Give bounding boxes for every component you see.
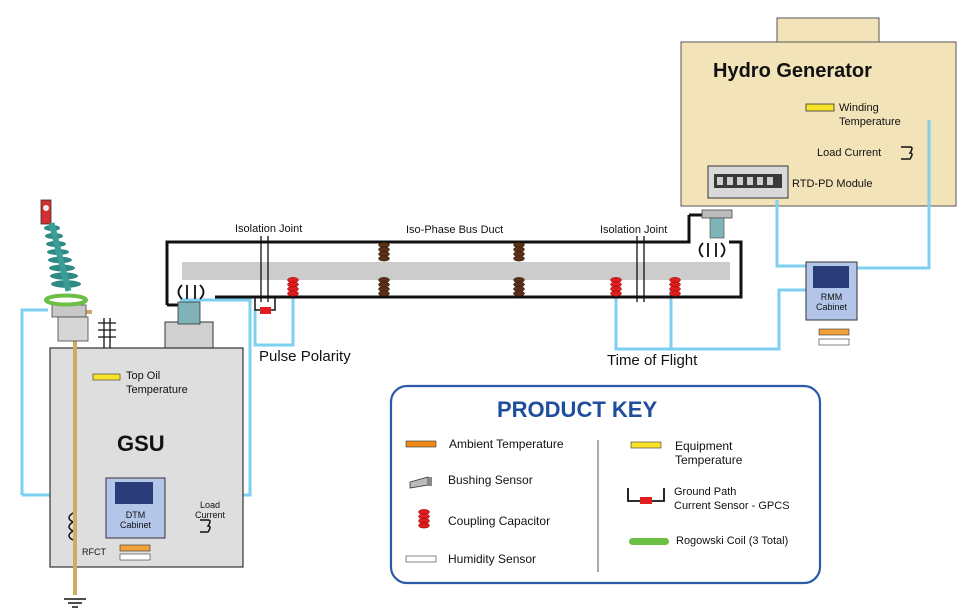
gen-load-current-label: Load Current xyxy=(817,147,882,159)
key-item-coupling: Coupling Capacitor xyxy=(448,514,551,528)
isolation-joint-left-label: Isolation Joint xyxy=(235,223,303,235)
key-equipment-swatch xyxy=(630,441,662,449)
rfct-label: RFCT xyxy=(82,547,106,557)
rmm-humidity-sensor xyxy=(818,338,850,346)
winding-temp-label: Winding Temperature xyxy=(839,102,901,128)
rmm-label: RMM Cabinet xyxy=(815,292,848,312)
rogowski-coil-icon xyxy=(44,293,88,307)
coupling-capacitor-icon xyxy=(287,276,681,297)
time-of-flight-label: Time of Flight xyxy=(607,352,698,369)
generator-title: Hydro Generator xyxy=(713,60,872,82)
rmm-screen xyxy=(813,266,849,288)
bushing-coil-left xyxy=(177,284,205,300)
gsu-title: GSU xyxy=(117,431,165,456)
gsu-top-bushing xyxy=(177,301,201,325)
key-coupling-capacitor-icon xyxy=(418,508,430,529)
key-item-ambient: Ambient Temperature xyxy=(449,437,564,451)
gsu-small-insulator xyxy=(98,318,116,348)
gsu-ambient-sensor xyxy=(119,544,151,552)
gsu-main-bushing xyxy=(40,199,89,342)
key-ambient-swatch xyxy=(405,440,437,448)
bushing-coil-right xyxy=(698,242,726,258)
key-gpcs-icon xyxy=(627,488,665,504)
top-oil-label: Top Oil Temperature xyxy=(126,370,188,396)
gsu-humidity-sensor xyxy=(119,553,151,561)
gsu-top-bushing-base xyxy=(164,321,214,349)
dtm-label: DTM Cabinet xyxy=(119,510,152,530)
dtm-screen xyxy=(115,482,153,504)
top-oil-sensor xyxy=(92,373,121,381)
winding-temp-sensor xyxy=(805,103,835,112)
generator-top-block xyxy=(776,17,880,43)
key-item-bushing: Bushing Sensor xyxy=(448,473,533,487)
isophase-label: Iso-Phase Bus Duct xyxy=(406,224,504,236)
isolation-joint-right xyxy=(636,236,645,302)
key-item-rogowski: Rogowski Coil (3 Total) xyxy=(676,535,789,547)
gen-bushing xyxy=(701,209,733,239)
key-item-gpcs: Ground Path Current Sensor - GPCS xyxy=(674,486,790,512)
rfct-coil-icon xyxy=(68,512,75,541)
isolation-joint-right-label: Isolation Joint xyxy=(600,224,668,236)
key-rogowski-swatch xyxy=(629,538,669,545)
pulse-polarity-label: Pulse Polarity xyxy=(259,348,351,365)
bushing-sensor-icon xyxy=(409,476,432,489)
isolation-joint-left xyxy=(260,236,269,302)
key-humidity-swatch xyxy=(405,555,437,563)
gsu-load-current-label: Load Current xyxy=(194,500,225,520)
rtd-module-label: RTD-PD Module xyxy=(792,178,873,190)
gpcs-icon xyxy=(254,297,276,314)
ground-icon xyxy=(64,598,86,608)
isophase-duct xyxy=(182,262,730,280)
product-key-box xyxy=(389,384,822,585)
key-item-humidity: Humidity Sensor xyxy=(448,552,537,566)
gen-load-current-icon xyxy=(901,146,913,160)
rtd-module-icon xyxy=(707,165,789,199)
rmm-ambient-sensor xyxy=(818,328,850,336)
product-key-title: PRODUCT KEY xyxy=(497,397,658,422)
key-item-equipment: Equipment Temperature xyxy=(675,439,743,467)
gsu-load-current-icon xyxy=(200,519,211,533)
